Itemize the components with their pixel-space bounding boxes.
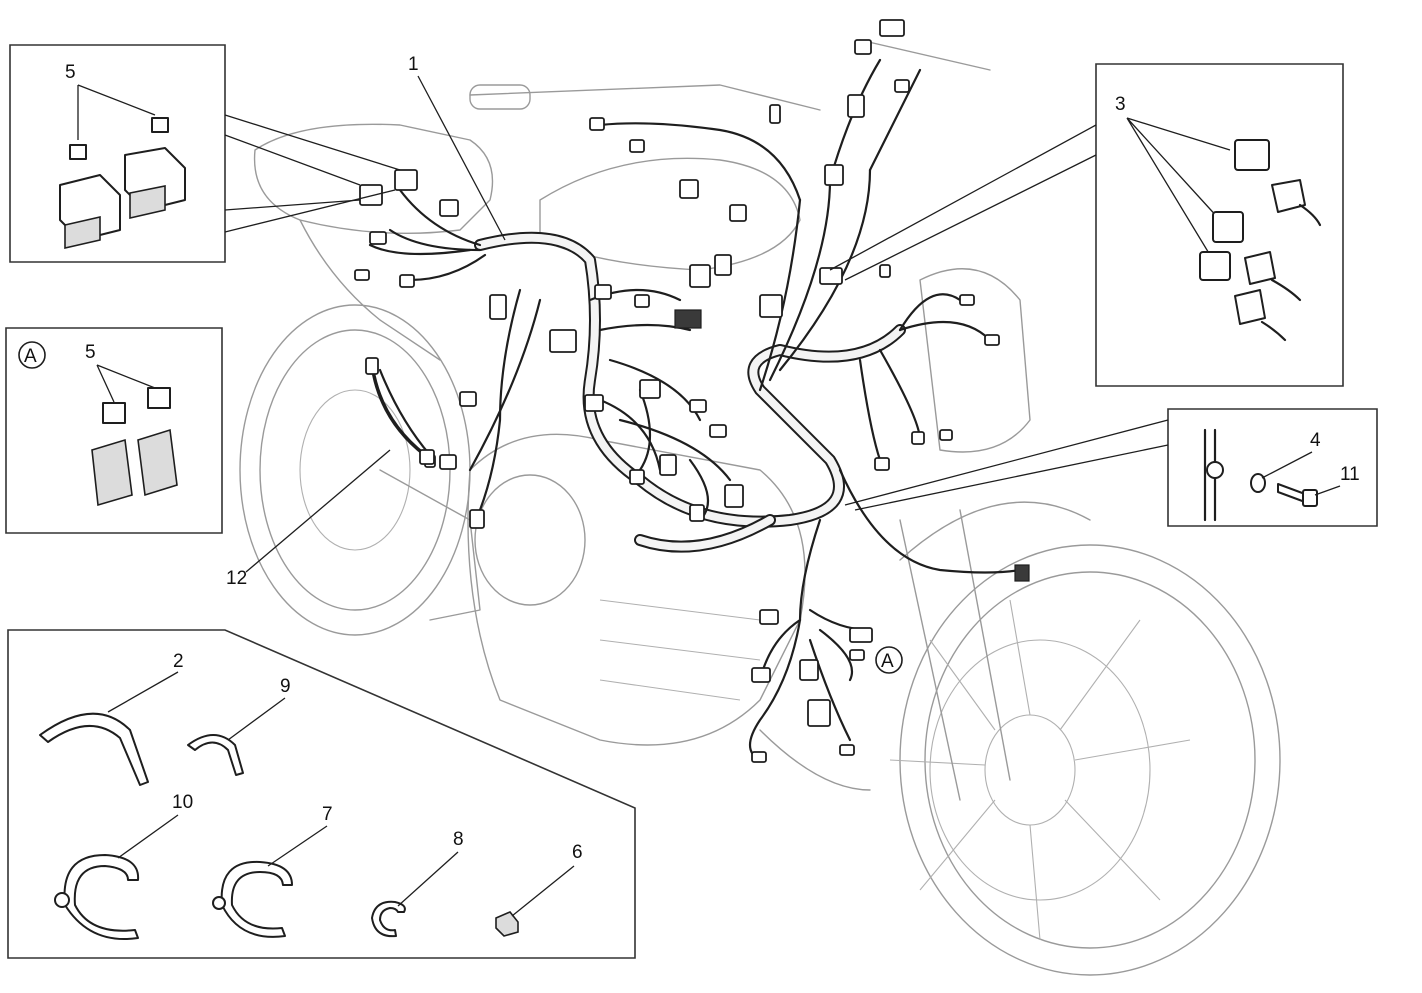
cable-item-12 xyxy=(365,357,435,465)
harness-connectors xyxy=(354,19,1030,763)
callout-5-detail-a: 5 xyxy=(85,342,96,363)
motorcycle-a-marker: A xyxy=(881,651,894,672)
callout-2: 2 xyxy=(173,651,184,672)
callout-3: 3 xyxy=(1115,94,1126,115)
main-callouts: 1 12 A xyxy=(226,54,903,674)
callout-12: 12 xyxy=(226,568,247,589)
callout-9: 9 xyxy=(280,676,291,697)
callout-4: 4 xyxy=(1310,430,1321,451)
detail-box-ground-bolt: 4 11 xyxy=(844,408,1378,527)
callout-10: 10 xyxy=(172,792,193,813)
callout-11: 11 xyxy=(1340,464,1360,485)
detail-a-label: A xyxy=(24,346,37,367)
detail-box-clips: 2 9 10 7 8 6 xyxy=(7,629,636,959)
motorcycle-outline xyxy=(239,39,1281,976)
callout-8: 8 xyxy=(453,829,464,850)
detail-box-fuse-box-top: 5 xyxy=(9,44,401,263)
callout-5-top: 5 xyxy=(65,62,76,83)
detail-box-a-fuses: A 5 xyxy=(5,327,223,534)
callout-1: 1 xyxy=(408,54,419,75)
detail-box-relays: 3 xyxy=(829,63,1344,387)
callout-6: 6 xyxy=(572,842,583,863)
callout-7: 7 xyxy=(322,804,333,825)
